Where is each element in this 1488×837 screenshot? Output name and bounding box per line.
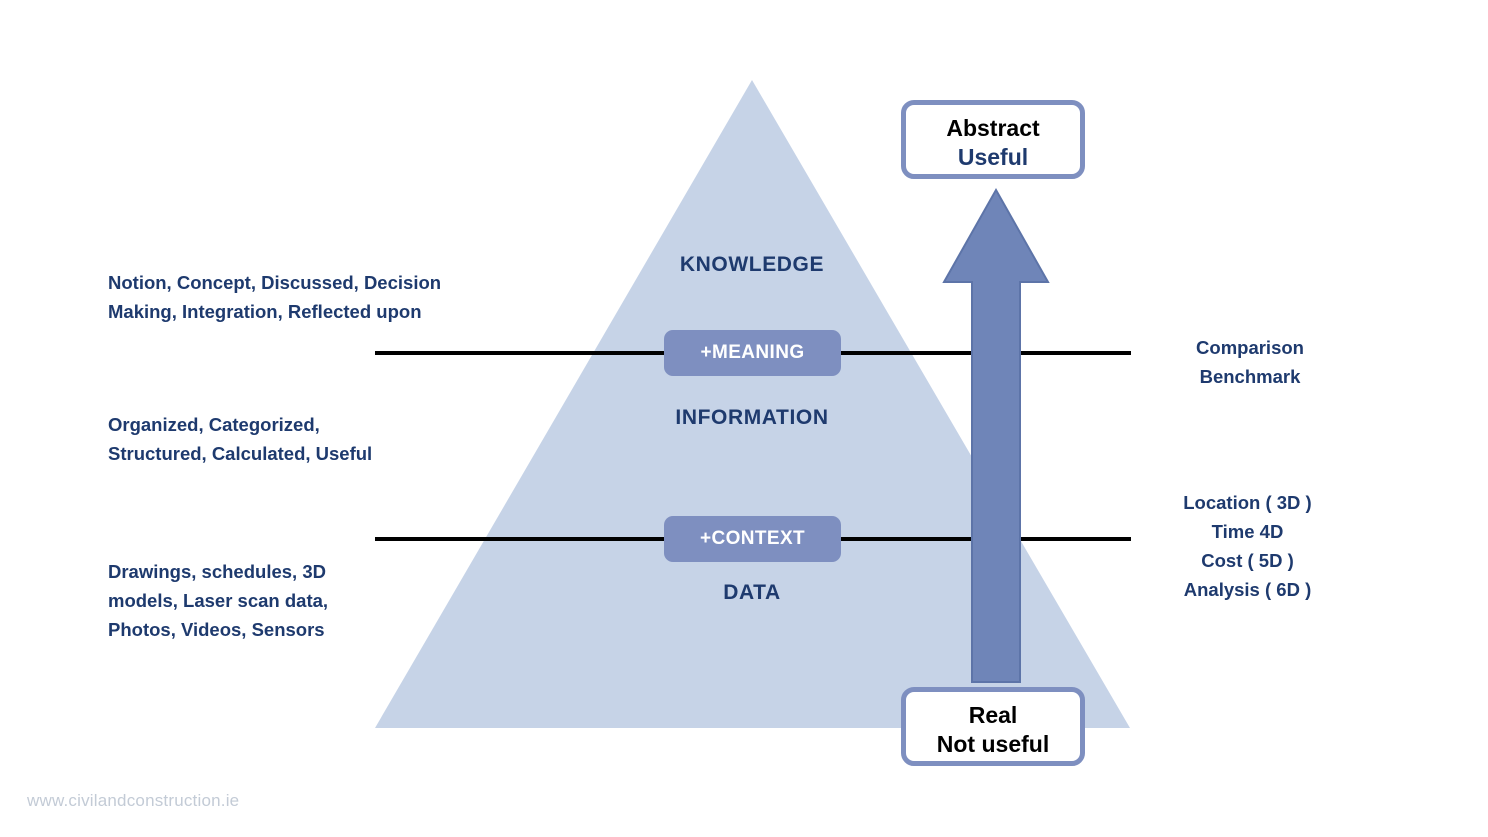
footer-website-url: www.civilandconstruction.ie — [27, 791, 240, 810]
tier-label-knowledge: KNOWLEDGE — [679, 253, 825, 276]
note-comparison-benchmark: Comparison Benchmark — [1196, 337, 1304, 387]
tier-label-information: INFORMATION — [675, 406, 829, 429]
badge-plus-context: +CONTEXT — [664, 516, 841, 562]
real-label: Real — [968, 702, 1018, 728]
badge-plus-meaning: +MEANING — [664, 330, 841, 376]
useful-label: Useful — [957, 144, 1029, 170]
not-useful-label: Not useful — [936, 731, 1050, 757]
note-data-attributes: Drawings, schedules, 3D models, Laser sc… — [108, 561, 329, 640]
note-bim-dimensions: Location ( 3D ) Time 4D Cost ( 5D ) Anal… — [1183, 492, 1312, 600]
note-information-attributes: Organized, Categorized, Structured, Calc… — [108, 414, 373, 464]
tier-label-data: DATA — [723, 581, 781, 604]
endpoint-box-abstract: Abstract Useful — [901, 100, 1085, 179]
abstract-label: Abstract — [946, 115, 1040, 141]
upward-arrow-icon — [942, 187, 1050, 683]
endpoint-box-real: Real Not useful — [901, 687, 1085, 766]
note-knowledge-attributes: Notion, Concept, Discussed, Decision Mak… — [108, 272, 442, 322]
